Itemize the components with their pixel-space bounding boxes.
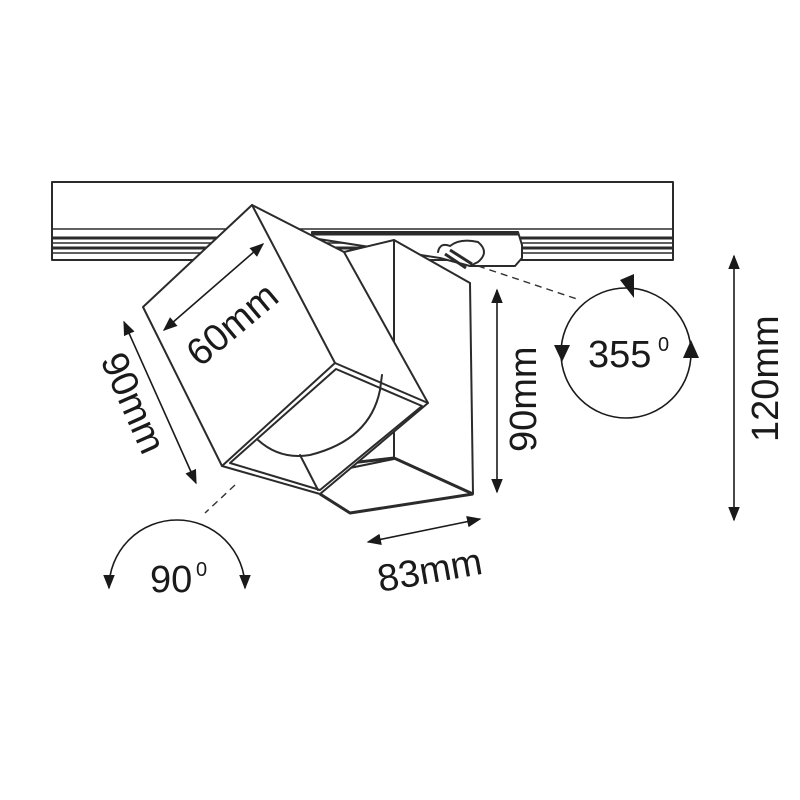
label-rotation-tilt: 90 bbox=[150, 559, 192, 601]
label-body-depth: 83mm bbox=[374, 541, 485, 601]
dimension-total-height: 120mm bbox=[728, 254, 787, 522]
arrow-icon bbox=[620, 274, 634, 298]
dimension-body-height: 90mm bbox=[491, 288, 545, 494]
label-total-height: 120mm bbox=[745, 315, 787, 442]
rotation-tilt: 90 0 bbox=[103, 484, 251, 601]
arrow-icon bbox=[683, 340, 699, 358]
arrow-icon bbox=[554, 345, 570, 362]
degree-symbol: 0 bbox=[196, 559, 207, 581]
dimension-body-depth: 83mm bbox=[366, 515, 486, 601]
rotation-horizontal: 355 0 bbox=[477, 265, 699, 419]
track-adapter bbox=[311, 231, 523, 270]
degree-symbol: 0 bbox=[658, 334, 669, 356]
label-body-height: 90mm bbox=[503, 346, 545, 452]
label-rotation-horizontal: 355 bbox=[588, 334, 651, 376]
